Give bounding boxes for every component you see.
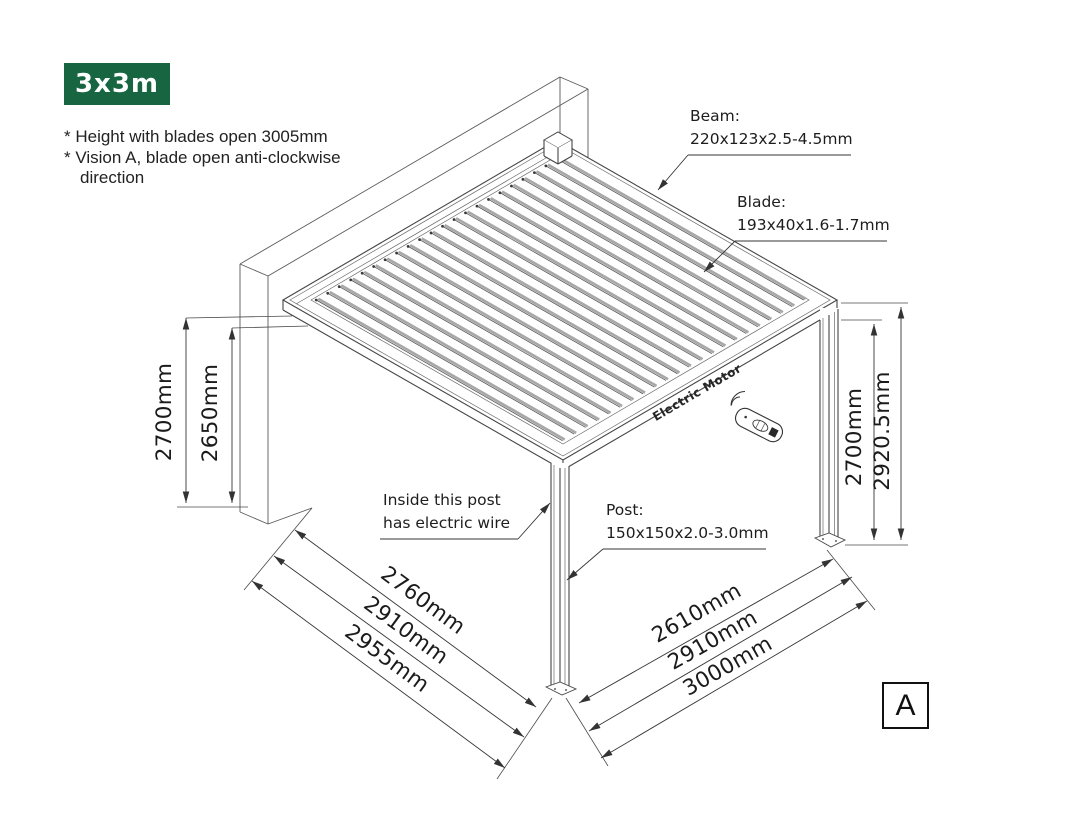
remote-control-icon xyxy=(730,391,784,443)
view-marker-box: A xyxy=(882,682,929,729)
front-post xyxy=(544,463,578,696)
size-badge: 3x3m xyxy=(64,63,170,105)
dim-left-outer: 2700mm xyxy=(152,363,177,461)
electric-wire-callout: Inside this post has electric wire xyxy=(383,489,510,535)
beam-callout: Beam: 220x123x2.5-4.5mm xyxy=(690,105,853,150)
corner-cap xyxy=(542,131,574,165)
post-title: Post: xyxy=(606,501,644,519)
dim-left-inner: 2650mm xyxy=(198,364,223,462)
blade-title: Blade: xyxy=(737,193,787,211)
roof-louvers xyxy=(314,156,807,442)
dim-right-inner: 2700mm xyxy=(842,388,867,486)
notes: * Height with blades open 3005mm * Visio… xyxy=(64,127,341,189)
size-badge-label: 3x3m xyxy=(74,69,160,99)
beam-spec: 220x123x2.5-4.5mm xyxy=(690,129,853,148)
blade-spec: 193x40x1.6-1.7mm xyxy=(737,215,890,234)
wire-line2: has electric wire xyxy=(383,514,510,532)
note-direction: direction xyxy=(80,168,145,187)
beam-title: Beam: xyxy=(690,107,740,125)
wire-line1: Inside this post xyxy=(383,491,501,509)
roof xyxy=(281,131,839,471)
post-spec: 150x150x2.0-3.0mm xyxy=(606,523,769,542)
view-marker-label: A xyxy=(895,688,916,722)
dimension-lines xyxy=(182,307,905,769)
post-callout: Post: 150x150x2.0-3.0mm xyxy=(606,499,769,544)
note-vision: * Vision A, blade open anti-clockwise xyxy=(64,147,341,167)
note-height: * Height with blades open 3005mm xyxy=(64,127,328,146)
callout-leaders xyxy=(380,154,887,581)
dim-right-outer: 2920.5mm xyxy=(870,371,895,491)
blade-callout: Blade: 193x40x1.6-1.7mm xyxy=(737,191,890,236)
right-post xyxy=(813,308,847,548)
